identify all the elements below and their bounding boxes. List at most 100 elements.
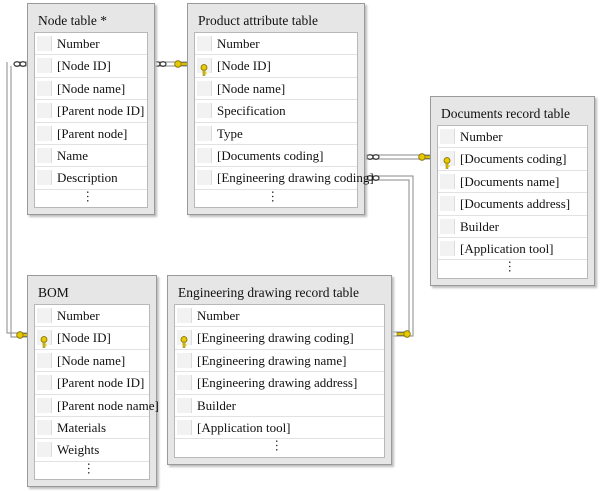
row-selector (177, 419, 192, 435)
field-row[interactable]: [Engineering drawing coding] (175, 327, 384, 350)
field-label: [Engineering drawing coding] (217, 170, 374, 186)
row-selector (440, 196, 455, 212)
vertical-ellipsis-icon: … (272, 439, 288, 454)
row-selector (37, 170, 52, 186)
field-label: [Documents coding] (217, 147, 324, 163)
field-row[interactable]: [Parent node] (35, 123, 147, 145)
row-selector (177, 352, 192, 368)
field-label: Number (460, 129, 503, 144)
many-markers (13, 61, 380, 181)
field-row[interactable]: Number (35, 33, 147, 56)
primary-key-icon (200, 61, 208, 83)
bom-table[interactable]: BOM Number[Node ID][Node name][Parent no… (27, 275, 159, 487)
field-row[interactable]: [Node ID] (35, 55, 147, 78)
key-icon (174, 60, 189, 68)
field-row[interactable]: [Node name] (35, 78, 147, 101)
field-row[interactable]: [Application tool] (175, 417, 384, 440)
field-label: Builder (197, 397, 236, 413)
field-label: [Documents name] (460, 173, 560, 189)
field-row[interactable]: [Parent node name] (35, 395, 159, 417)
field-row[interactable]: Number (195, 33, 357, 56)
field-row[interactable]: [Documents address] (438, 193, 587, 216)
field-row[interactable]: [Node ID] (35, 327, 149, 350)
engineering-drawing-record-table[interactable]: Engineering drawing record table Number [… (167, 275, 392, 465)
one-markers (16, 60, 433, 339)
field-row[interactable]: Specification (195, 100, 357, 123)
field-label: [Node ID] (57, 330, 111, 346)
field-label: Type (217, 125, 243, 141)
field-row[interactable]: [Engineering drawing address] (175, 372, 384, 395)
field-label: [Application tool] (197, 419, 291, 435)
row-selector (37, 103, 52, 119)
field-row[interactable]: Type (195, 123, 357, 145)
field-row[interactable]: [Engineering drawing coding] (195, 167, 374, 190)
field-row[interactable]: [Parent node ID] (35, 372, 149, 395)
vertical-ellipsis-icon: … (85, 461, 100, 476)
field-row[interactable]: [Node name] (35, 350, 149, 373)
more-fields-indicator: … (438, 260, 587, 282)
vertical-ellipsis-icon: … (269, 189, 284, 204)
field-row[interactable]: [Documents name] (438, 171, 587, 194)
primary-key-icon (443, 154, 451, 176)
infinity-icon (366, 175, 380, 181)
row-selector (197, 103, 212, 119)
field-label: Specification (217, 103, 286, 119)
node-table[interactable]: Node table * Number[Node ID][Node name][… (27, 3, 155, 215)
table-title: Engineering drawing record table (178, 285, 360, 300)
field-label: [Parent node name] (57, 397, 159, 413)
row-selector (37, 80, 52, 96)
row-selector (37, 442, 52, 458)
row-selector (177, 375, 192, 391)
product-attribute-table[interactable]: Product attribute table Number[Node ID][… (187, 3, 374, 215)
field-label: Number (197, 308, 240, 323)
field-row[interactable]: [Documents coding] (438, 148, 587, 171)
field-label: [Node ID] (217, 58, 271, 74)
documents-record-table[interactable]: Documents record table Number [Documents … (430, 96, 595, 286)
row-selector (440, 129, 455, 144)
field-row[interactable]: Description (35, 167, 147, 190)
field-row[interactable]: [Documents coding] (195, 145, 357, 168)
field-row[interactable]: Weights (35, 439, 149, 462)
field-row[interactable]: [Parent node ID] (35, 100, 147, 123)
field-row[interactable]: Builder (438, 216, 587, 238)
field-label: [Application tool] (460, 240, 554, 256)
field-label: Materials (57, 419, 107, 435)
field-label: Builder (460, 218, 499, 234)
row-selector (37, 58, 52, 74)
field-label: [Parent node ID] (57, 103, 145, 119)
field-row[interactable]: Materials (35, 417, 149, 440)
field-row[interactable]: [Node name] (195, 78, 357, 101)
field-label: [Node name] (57, 352, 126, 368)
field-row[interactable]: Name (35, 145, 147, 168)
primary-key-icon (40, 333, 48, 355)
row-selector (37, 397, 52, 413)
row-selector (440, 218, 455, 234)
field-label: [Node name] (57, 80, 126, 96)
field-label: [Parent node] (57, 125, 128, 141)
more-fields-indicator: … (195, 190, 357, 212)
row-selector (37, 375, 52, 391)
field-row[interactable]: [Node ID] (195, 55, 357, 78)
field-label: Number (57, 308, 100, 323)
field-row[interactable]: Number (175, 305, 384, 328)
field-row[interactable]: Number (438, 126, 587, 149)
field-label: [Documents coding] (460, 151, 567, 167)
field-row[interactable]: [Engineering drawing name] (175, 350, 384, 373)
field-row[interactable]: Builder (175, 395, 384, 417)
infinity-icon (153, 61, 167, 67)
primary-key-icon (180, 333, 188, 355)
row-selector (197, 125, 212, 141)
row-selector (37, 147, 52, 163)
field-label: [Node name] (217, 80, 286, 96)
key-icon (418, 153, 433, 161)
field-label: Number (217, 36, 260, 51)
field-label: [Engineering drawing address] (197, 375, 358, 391)
more-fields-indicator: … (35, 190, 147, 212)
infinity-icon (13, 61, 27, 67)
field-row[interactable]: [Application tool] (438, 238, 587, 261)
table-title: Documents record table (441, 106, 570, 121)
row-selector (197, 170, 212, 186)
field-row[interactable]: Number (35, 305, 149, 328)
